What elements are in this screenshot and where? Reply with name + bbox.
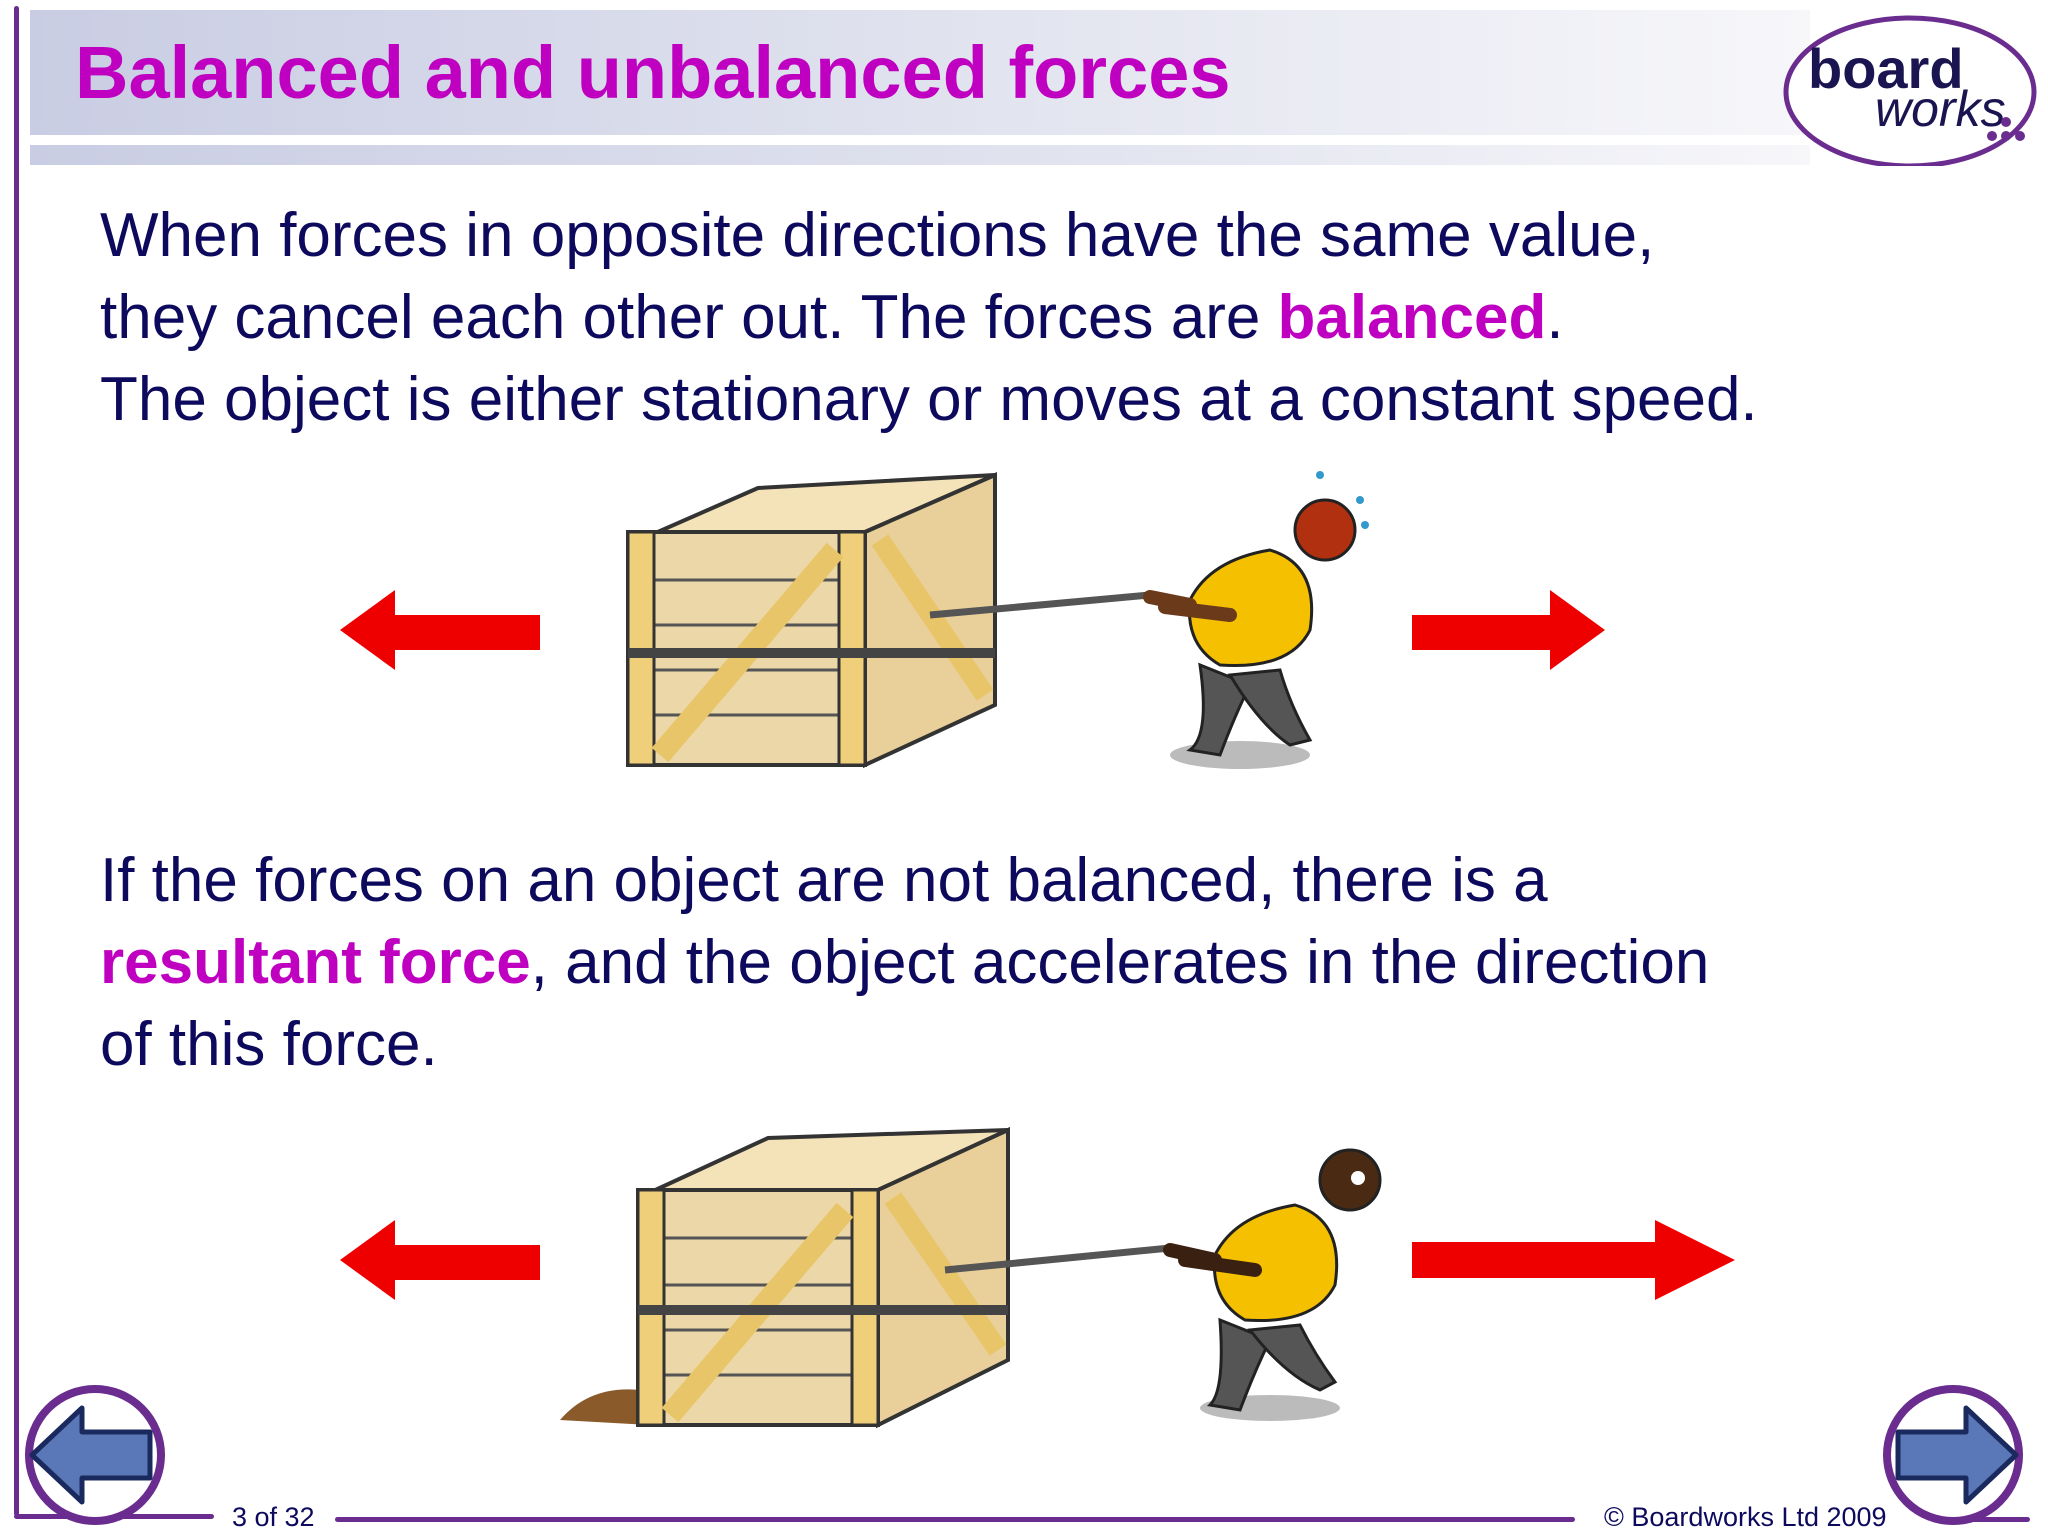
resultant-force-keyword: resultant force (100, 928, 531, 997)
right-arrow-icon (1895, 1405, 2019, 1505)
left-force-arrow-unbalanced (340, 1220, 540, 1300)
logo-text-works: works (1875, 81, 2006, 137)
title-bar (30, 10, 1810, 135)
slide-frame-left-border (14, 6, 19, 1516)
person-pulling-rope-icon (1143, 471, 1369, 769)
paragraph2-line2: resultant force, and the object accelera… (100, 922, 2000, 1004)
balanced-forces-paragraph: When forces in opposite directions have … (100, 195, 2000, 441)
paragraph1-line3: The object is either stationary or moves… (100, 365, 1758, 434)
back-button[interactable] (20, 1380, 170, 1530)
footer-divider-line-right (1935, 1517, 2030, 1522)
page-indicator: 3 of 32 (232, 1502, 315, 1532)
balanced-keyword: balanced (1277, 283, 1547, 352)
logo-text-board: board (1808, 37, 1964, 100)
slide-title: Balanced and unbalanced forces (75, 31, 1231, 114)
person-pulling-rope-icon (1163, 1148, 1382, 1421)
wooden-crate-icon (626, 471, 997, 769)
paragraph1-line1: When forces in opposite directions have … (100, 201, 1655, 270)
left-arrow-icon (29, 1405, 153, 1505)
paragraph2-line1: If the forces on an object are not balan… (100, 846, 1548, 915)
balanced-forces-illustration (340, 471, 1605, 769)
paragraph1-line2-end: . (1546, 283, 1564, 352)
footer-divider-line (335, 1517, 1575, 1522)
paragraph2-line3: of this force. (100, 1010, 438, 1079)
right-force-arrow-balanced (1412, 590, 1605, 670)
title-underbar (30, 145, 1810, 165)
unbalanced-forces-illustration (340, 1126, 1735, 1429)
copyright-notice: © Boardworks Ltd 2009 (1604, 1502, 1887, 1532)
paragraph1-line2-text: they cancel each other out. The forces a… (100, 283, 1278, 352)
paragraph2-line2-text: , and the object accelerates in the dire… (530, 928, 1710, 997)
forward-button[interactable] (1878, 1380, 2028, 1530)
unbalanced-forces-paragraph: If the forces on an object are not balan… (100, 840, 2000, 1086)
paragraph1-line2: they cancel each other out. The forces a… (100, 277, 2000, 359)
left-force-arrow-balanced (340, 590, 540, 670)
boardworks-logo: board works (1783, 15, 2037, 166)
right-force-arrow-unbalanced (1412, 1220, 1735, 1300)
wooden-crate-icon (560, 1126, 1010, 1429)
